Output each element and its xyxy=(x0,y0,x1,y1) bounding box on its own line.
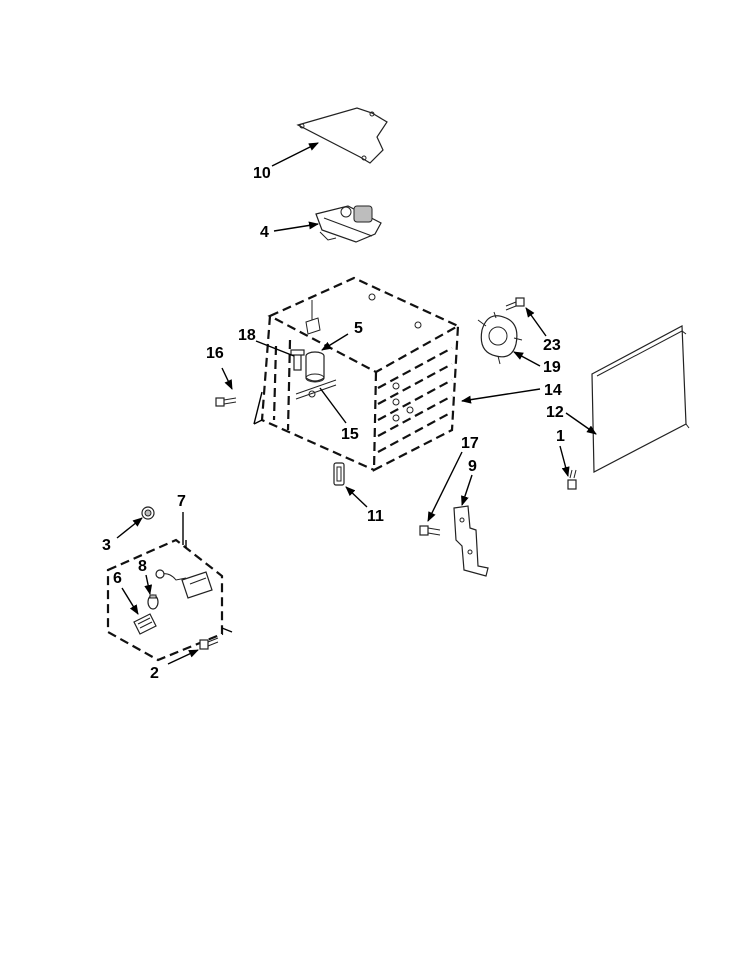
label-part-6: 6 xyxy=(113,570,122,587)
part-16-screw xyxy=(215,397,237,407)
part-12-side-panel xyxy=(591,325,690,473)
part-17-screw xyxy=(419,525,441,536)
leader-18 xyxy=(255,340,295,357)
leader-2 xyxy=(167,649,199,665)
leader-14 xyxy=(461,388,541,404)
leader-4 xyxy=(273,221,319,232)
part-7-light-assembly xyxy=(106,538,233,662)
leader-11 xyxy=(345,486,368,508)
leader-5 xyxy=(321,333,349,351)
leader-6 xyxy=(121,587,139,615)
label-part-1: 1 xyxy=(556,428,565,445)
label-part-17: 17 xyxy=(461,435,479,452)
leader-12 xyxy=(565,412,597,435)
leader-19 xyxy=(513,351,541,367)
part-3-knob xyxy=(141,506,155,520)
part-1-screw xyxy=(567,469,577,490)
leader-1 xyxy=(559,445,570,477)
leader-8 xyxy=(144,574,153,595)
label-part-19: 19 xyxy=(543,359,561,376)
label-part-7: 7 xyxy=(177,493,186,510)
label-part-12: 12 xyxy=(546,404,564,421)
part-23-screw xyxy=(505,297,525,311)
label-part-14: 14 xyxy=(544,382,562,399)
leader-9 xyxy=(461,474,473,506)
leader-16 xyxy=(221,367,233,390)
label-part-8: 8 xyxy=(138,558,147,575)
part-5-light-housing xyxy=(305,351,325,383)
label-part-2: 2 xyxy=(150,665,159,682)
label-part-15: 15 xyxy=(341,426,359,443)
part-6-lens xyxy=(133,613,157,635)
label-part-23: 23 xyxy=(543,337,561,354)
part-14-oven-cavity xyxy=(253,276,461,472)
part-18-screw xyxy=(290,349,305,371)
part-2-screw xyxy=(199,637,219,650)
label-part-11: 11 xyxy=(367,508,384,525)
leader-23 xyxy=(525,307,547,337)
leader-3 xyxy=(116,517,143,539)
part-15-element xyxy=(295,379,337,400)
label-part-4: 4 xyxy=(260,224,269,241)
part-19-gasket xyxy=(477,311,523,365)
part-8-bulb xyxy=(147,594,159,610)
label-part-5: 5 xyxy=(354,320,363,337)
part-10-cover-plate xyxy=(296,107,388,164)
leader-15 xyxy=(319,387,347,424)
label-part-9: 9 xyxy=(468,458,477,475)
label-part-16: 16 xyxy=(206,345,224,362)
label-part-18: 18 xyxy=(238,327,256,344)
part-4-switch-assembly xyxy=(315,205,382,243)
part-9-bracket xyxy=(453,505,489,577)
light-socket-harness xyxy=(155,569,213,599)
part-11-clip xyxy=(333,462,345,486)
leader-17 xyxy=(427,451,463,522)
leader-10 xyxy=(271,142,319,167)
label-part-10: 10 xyxy=(253,165,271,182)
label-part-3: 3 xyxy=(102,537,111,554)
